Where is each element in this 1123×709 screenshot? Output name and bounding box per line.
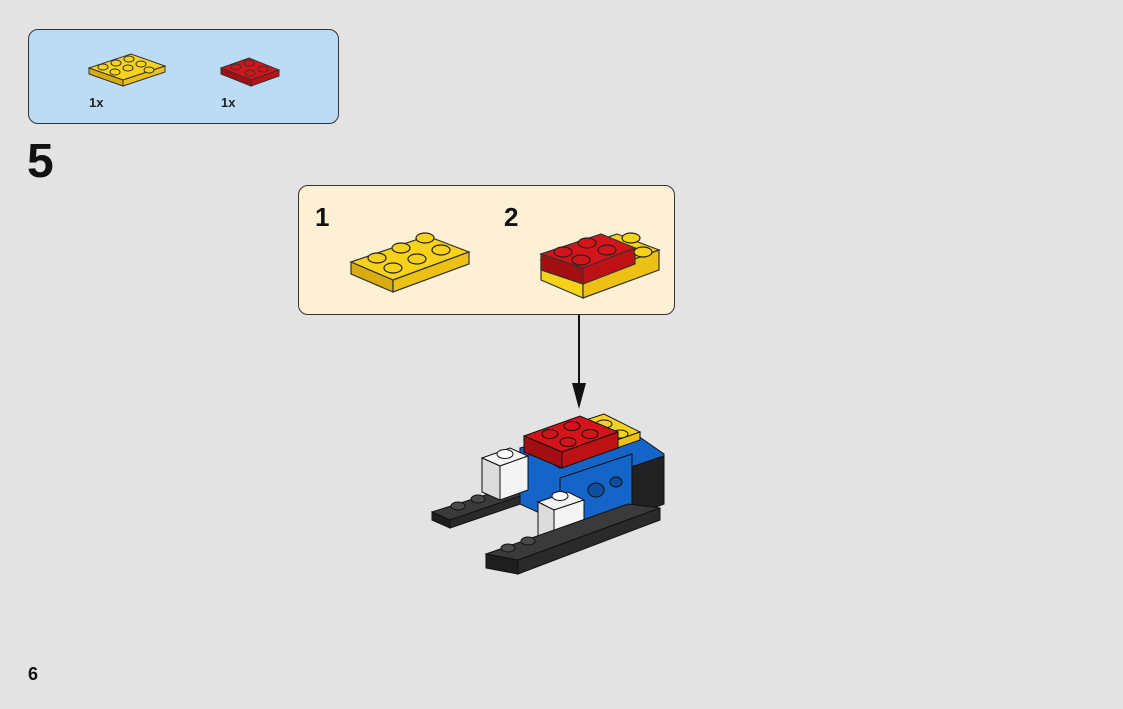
yellow-plate-icon <box>87 53 167 87</box>
substep-number-1: 1 <box>315 202 330 232</box>
yellow-plate-qty: 1x <box>89 95 104 110</box>
substep-2-red-on-yellow-icon <box>539 232 661 299</box>
substep-1-yellow-plate-icon <box>349 232 471 293</box>
step-number: 5 <box>27 135 54 188</box>
page-number: 6 <box>28 664 39 684</box>
parts-list-box: 1x 1x <box>28 29 339 124</box>
red-plate-qty: 1x <box>221 95 236 110</box>
model-assembly-image <box>430 413 665 575</box>
placement-arrow-icon <box>572 315 586 409</box>
subassembly-callout: 1 2 <box>298 185 675 315</box>
substep-number-2: 2 <box>504 202 519 232</box>
red-plate-icon <box>219 57 281 87</box>
